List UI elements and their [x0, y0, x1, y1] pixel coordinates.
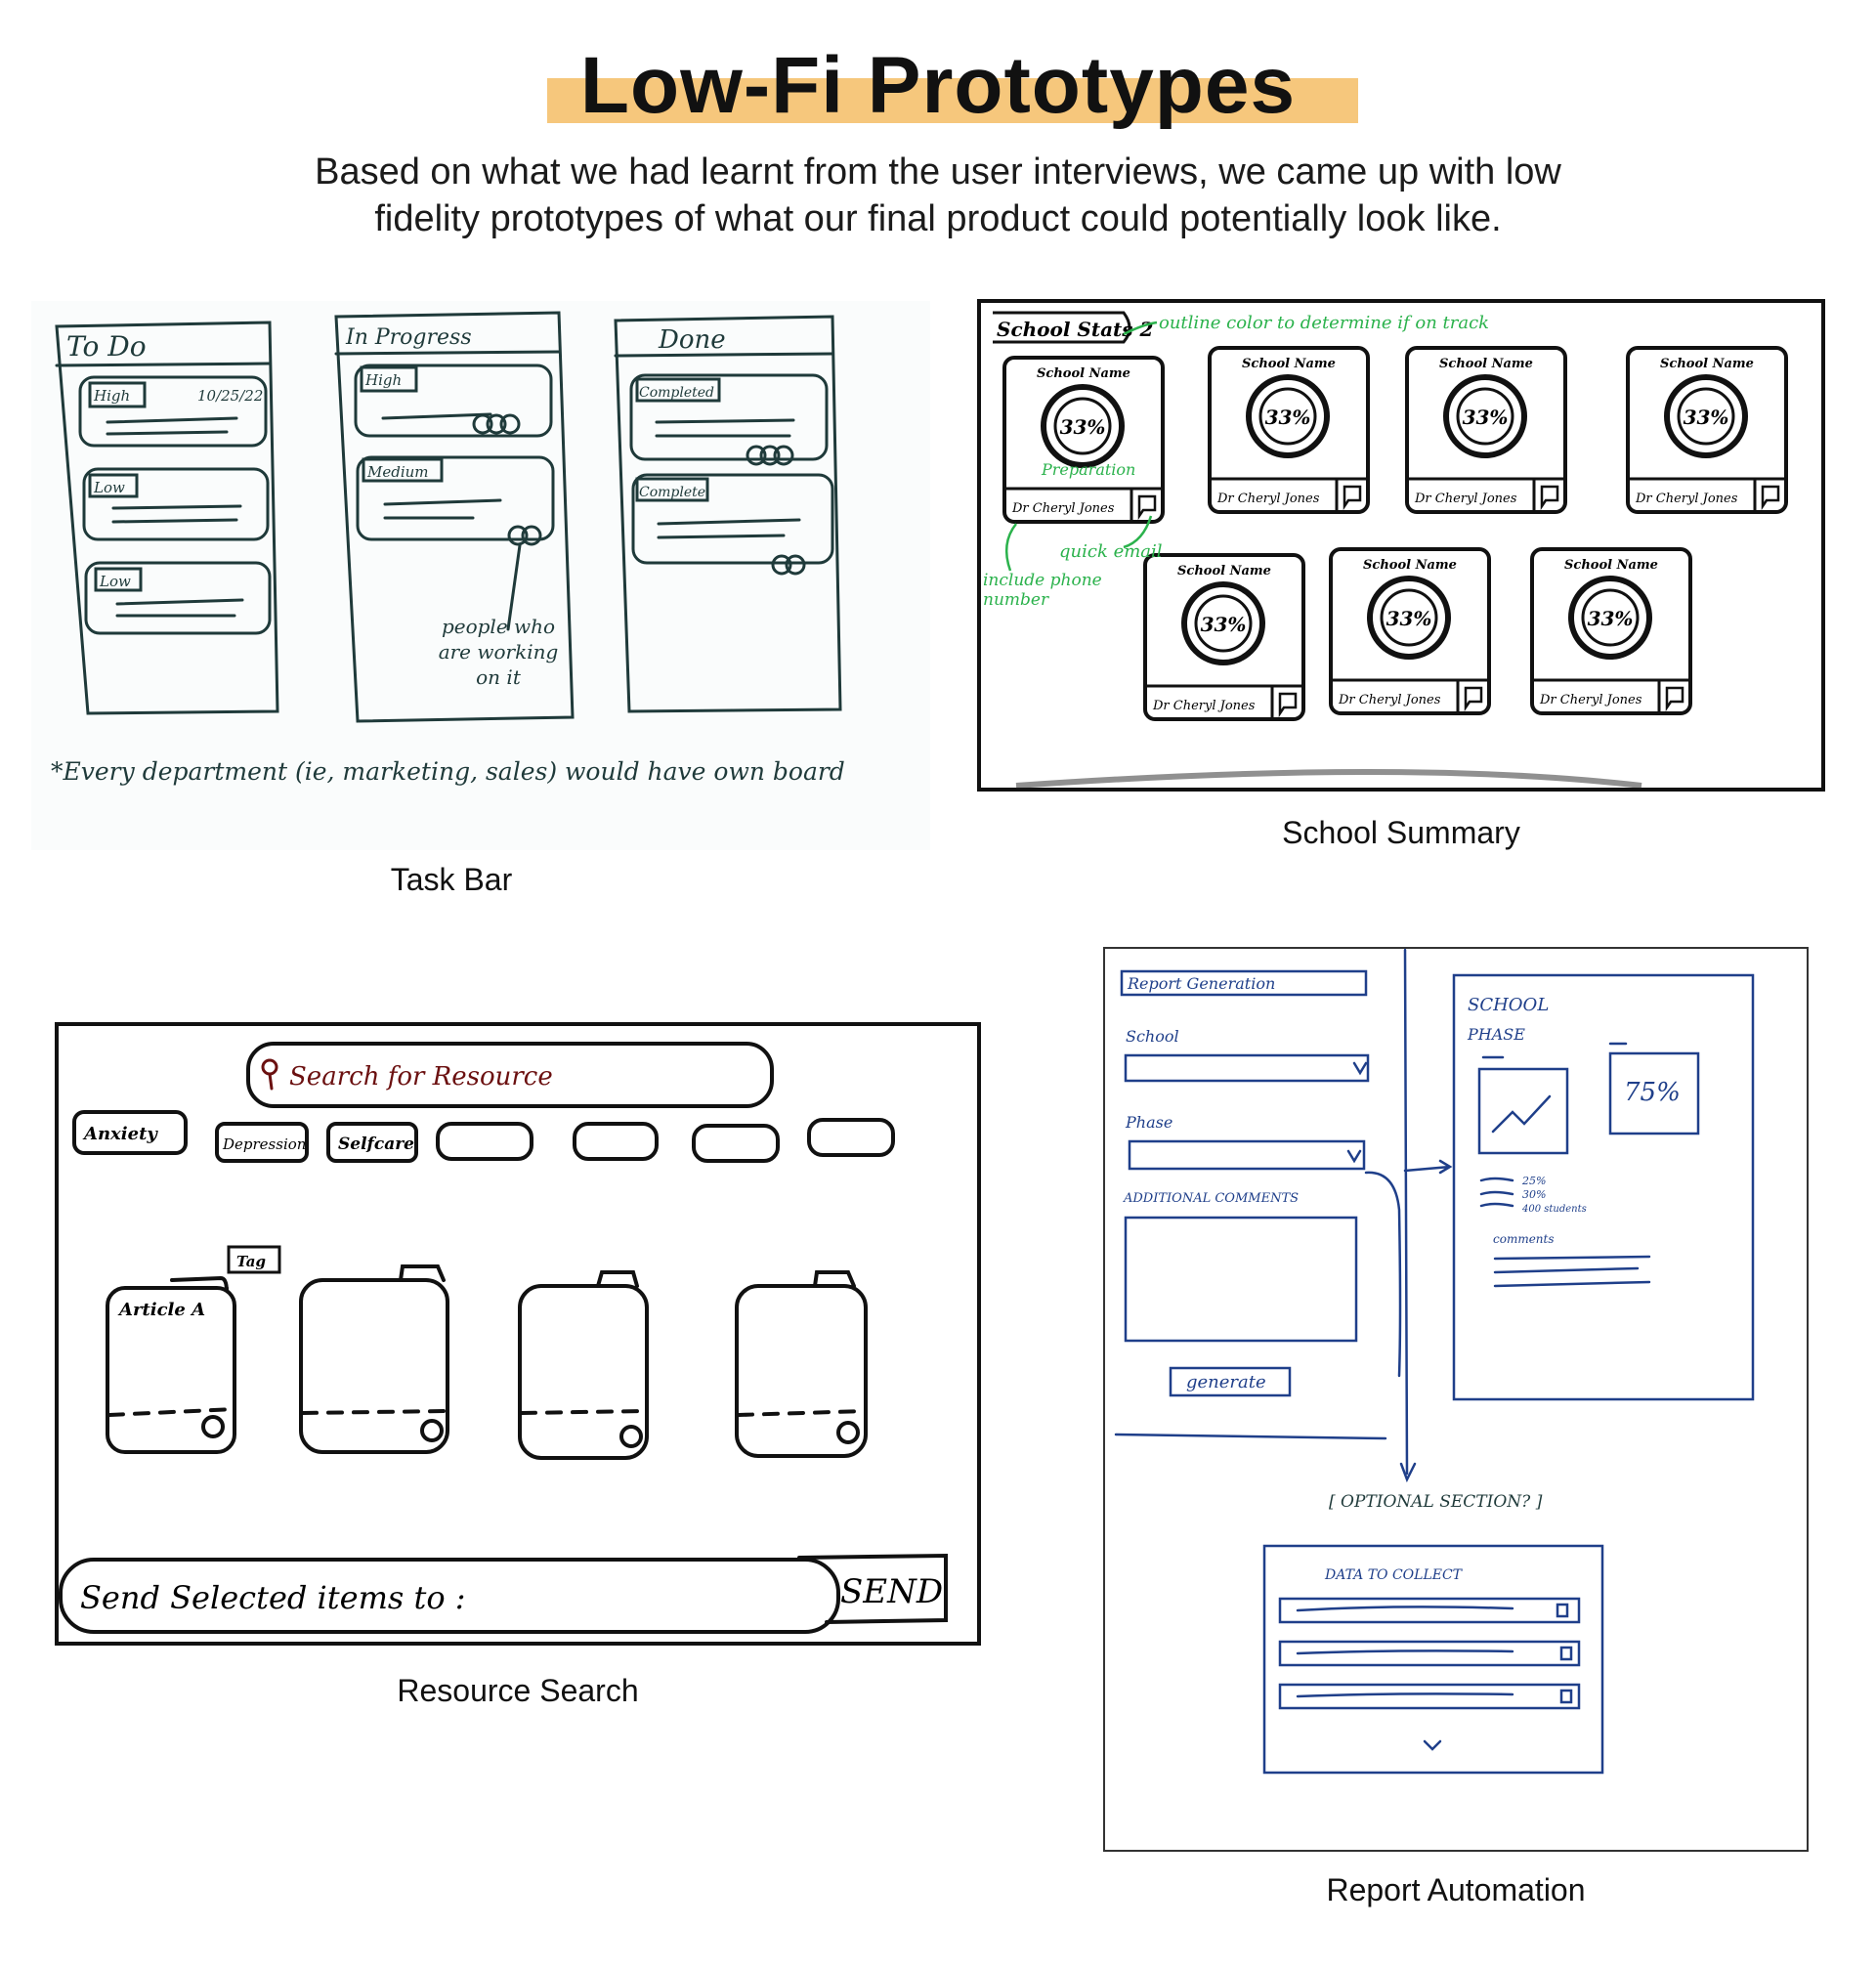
- school-card-percent: 33%: [1463, 406, 1509, 429]
- preparation-note: Preparation: [1041, 460, 1135, 479]
- resource-search-caption: Resource Search: [55, 1673, 981, 1709]
- school-card-name: School Name: [1439, 357, 1533, 371]
- todo-card-1-tag: High: [93, 387, 130, 405]
- preview-line-2: 30%: [1522, 1188, 1546, 1201]
- in-progress-column-title: In Progress: [345, 325, 472, 350]
- school-card-percent: 33%: [1265, 406, 1311, 429]
- school-card[interactable]: School Name 33% Dr Cheryl Jones: [1145, 555, 1303, 719]
- school-summary-svg: School Stats 2 outline color to determin…: [977, 299, 1825, 793]
- task-bar-svg: To Do High 10/25/22 Low Low In Progress …: [31, 301, 930, 850]
- school-card-contact: Dr Cheryl Jones: [1414, 492, 1517, 506]
- school-card-contact: Dr Cheryl Jones: [1635, 492, 1738, 506]
- resource-search-sketch: Search for Resource Anxiety Depression S…: [55, 1022, 981, 1646]
- school-card[interactable]: School Name 33% Dr Cheryl Jones: [1532, 549, 1690, 713]
- school-card-percent: 33%: [1386, 607, 1432, 630]
- school-card-name: School Name: [1564, 558, 1658, 573]
- filter-anxiety-label: Anxiety: [82, 1124, 158, 1144]
- additional-comments-label: ADDITIONAL COMMENTS: [1123, 1191, 1299, 1206]
- school-card-percent: 33%: [1588, 607, 1634, 630]
- school-stats-label: School Stats 2: [997, 318, 1154, 341]
- report-automation-svg: Report Generation School Phase ADDITIONA…: [1102, 946, 1810, 1853]
- school-card-name: School Name: [1177, 564, 1271, 578]
- school-card-contact: Dr Cheryl Jones: [1216, 492, 1320, 506]
- page-title: Low-Fi Prototypes: [0, 41, 1876, 131]
- people-annotation: people who are working on it: [430, 614, 567, 690]
- school-card[interactable]: School Name 33% Dr Cheryl Jones: [1407, 348, 1565, 512]
- preview-school-label: SCHOOL: [1468, 995, 1549, 1015]
- todo-card-3-tag: Low: [99, 573, 131, 590]
- in-progress-card-1-tag: High: [364, 371, 402, 389]
- school-card-contact: Dr Cheryl Jones: [1152, 699, 1256, 713]
- school-card-contact: Dr Cheryl Jones: [1011, 501, 1115, 516]
- task-bar-footnote: *Every department (ie, marketing, sales)…: [51, 754, 911, 790]
- school-card-percent: 33%: [1201, 613, 1247, 636]
- report-generation-title: Report Generation: [1127, 974, 1275, 993]
- school-card-contact: Dr Cheryl Jones: [1539, 693, 1642, 707]
- school-card-contact: Dr Cheryl Jones: [1338, 693, 1441, 707]
- done-card-2-tag: Complete: [639, 485, 705, 500]
- school-card-name: School Name: [1660, 357, 1754, 371]
- subtitle-line-1: Based on what we had learnt from the use…: [195, 149, 1681, 195]
- school-label: School: [1126, 1027, 1179, 1046]
- school-card[interactable]: School Name 33% Dr Cheryl Jones: [1331, 549, 1489, 713]
- school-card[interactable]: School Name 33% Dr Cheryl Jones: [1210, 348, 1368, 512]
- page-subtitle: Based on what we had learnt from the use…: [195, 149, 1681, 242]
- school-summary-sketch: School Stats 2 outline color to determin…: [977, 299, 1825, 793]
- outline-color-note: outline color to determine if on track: [1159, 313, 1489, 333]
- send-button-label[interactable]: SEND: [840, 1572, 943, 1611]
- phone-number-note: include phone number: [983, 571, 1130, 610]
- report-automation-caption: Report Automation: [1102, 1872, 1810, 1908]
- quick-email-note: quick email: [1059, 541, 1163, 562]
- preview-line-3: 400 students: [1521, 1204, 1587, 1215]
- school-card[interactable]: School Name 33% Dr Cheryl Jones: [1004, 358, 1163, 522]
- todo-card-2-tag: Low: [93, 479, 125, 496]
- preview-line-1: 25%: [1521, 1175, 1546, 1187]
- report-automation-sketch: Report Generation School Phase ADDITIONA…: [1102, 946, 1810, 1853]
- preview-comments-label: comments: [1493, 1232, 1555, 1246]
- send-selected-prompt: Send Selected items to :: [80, 1579, 466, 1616]
- done-card-1-tag: Completed: [639, 385, 714, 401]
- search-placeholder: Search for Resource: [289, 1062, 553, 1092]
- task-bar-caption: Task Bar: [31, 862, 872, 898]
- school-card-name: School Name: [1242, 357, 1336, 371]
- optional-section-label: [ OPTIONAL SECTION? ]: [1329, 1492, 1543, 1512]
- preview-phase-label: PHASE: [1467, 1025, 1525, 1044]
- school-card-name: School Name: [1037, 366, 1130, 381]
- in-progress-card-2-tag: Medium: [366, 463, 429, 481]
- filter-depression-label: Depression: [222, 1135, 306, 1153]
- todo-column-divider: [57, 364, 270, 365]
- resource-search-svg: Search for Resource Anxiety Depression S…: [55, 1022, 981, 1646]
- school-card[interactable]: School Name 33% Dr Cheryl Jones: [1628, 348, 1786, 512]
- filter-selfcare-label: Selfcare: [338, 1135, 414, 1154]
- task-bar-sketch: To Do High 10/25/22 Low Low In Progress …: [31, 301, 930, 850]
- school-card-percent: 33%: [1684, 406, 1729, 429]
- todo-column-title: To Do: [66, 330, 147, 363]
- done-column-title: Done: [658, 325, 726, 355]
- data-to-collect-label: DATA TO COLLECT: [1324, 1567, 1464, 1583]
- phase-label: Phase: [1125, 1113, 1172, 1132]
- generate-button-label[interactable]: generate: [1186, 1372, 1266, 1392]
- school-card-percent: 33%: [1060, 415, 1106, 439]
- school-card-name: School Name: [1363, 558, 1457, 573]
- todo-card-1-date: 10/25/22: [197, 387, 263, 405]
- subtitle-line-2: fidelity prototypes of what our final pr…: [195, 195, 1681, 242]
- preview-stat-value: 75%: [1624, 1078, 1681, 1107]
- school-summary-caption: School Summary: [977, 815, 1825, 851]
- article-title: Article A: [117, 1300, 205, 1320]
- article-tag-label: Tag: [236, 1253, 266, 1270]
